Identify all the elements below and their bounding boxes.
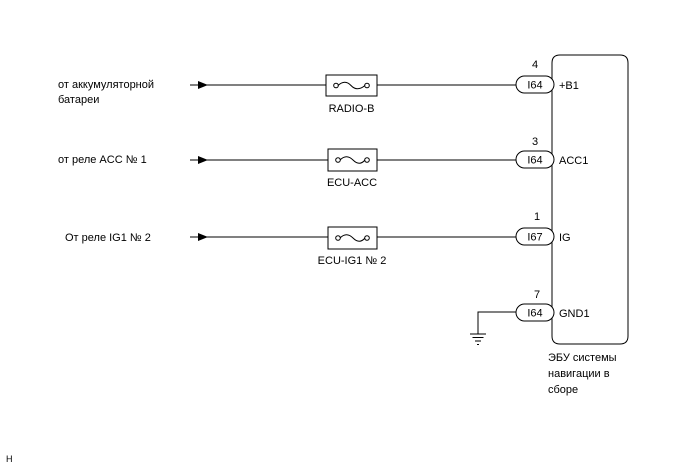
ecu-label-line2: навигации в — [548, 368, 610, 380]
terminal-label: GND1 — [559, 308, 590, 320]
ecu-label-line3: сборе — [548, 384, 578, 396]
connector-badge — [515, 150, 555, 169]
ecu-label-line1: ЭБУ системы — [548, 352, 617, 364]
arrow-icon — [198, 233, 208, 241]
arrow-icon — [198, 156, 208, 164]
source-label: от аккумуляторной — [58, 79, 154, 91]
circuit-ecu-acc: от реле ACC № 1 ECU-ACC 3 I64 ACC1 — [58, 136, 588, 189]
arrow-icon — [198, 81, 208, 89]
source-label: От реле IG1 № 2 — [65, 232, 151, 244]
fuse-label: RADIO-B — [329, 103, 375, 115]
fuse-label: ECU-ACC — [327, 177, 377, 189]
connector-badge — [515, 75, 555, 94]
corner-mark: H — [6, 454, 13, 464]
terminal-label: ACC1 — [559, 155, 588, 167]
pin-number: 1 — [534, 211, 540, 223]
circuit-ground: 7 I64 GND1 — [470, 289, 590, 345]
terminal-label: +B1 — [559, 80, 579, 92]
circuit-ecu-ig1: От реле IG1 № 2 ECU-IG1 № 2 1 I67 IG — [65, 211, 571, 267]
circuit-radio-b: от аккумуляторной батареи RADIO-B 4 I64 … — [58, 59, 579, 115]
connector-code: I67 — [527, 232, 542, 244]
connector-code: I64 — [527, 155, 542, 167]
ground-icon — [470, 333, 486, 345]
pin-number: 7 — [534, 289, 540, 301]
source-label: от реле ACC № 1 — [58, 154, 147, 166]
connector-code: I64 — [527, 308, 542, 320]
terminal-label: IG — [559, 232, 571, 244]
pin-number: 4 — [532, 59, 538, 71]
pin-number: 3 — [532, 136, 538, 148]
fuse-label: ECU-IG1 № 2 — [318, 255, 387, 267]
connector-badge — [515, 227, 555, 246]
source-label-line2: батареи — [58, 94, 99, 106]
ecu-box — [551, 54, 629, 345]
connector-code: I64 — [527, 80, 542, 92]
